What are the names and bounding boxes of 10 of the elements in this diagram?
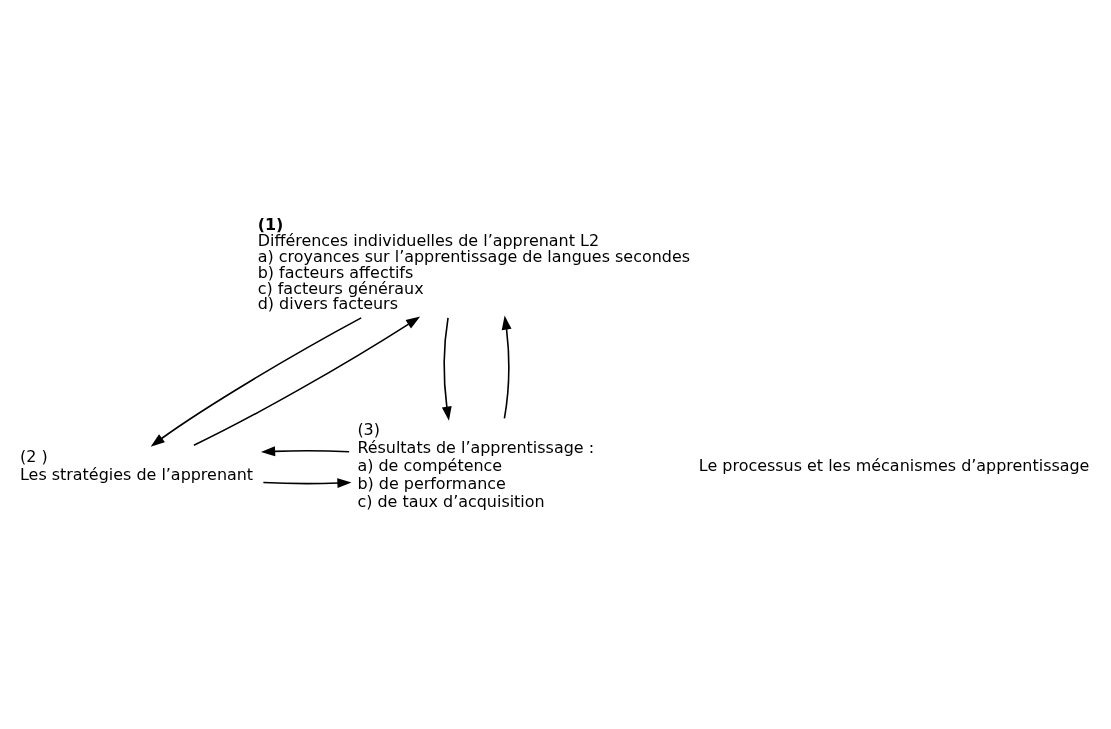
arrow <box>441 316 452 421</box>
node-text: (2 ) Les stratégies de l’apprenant <box>19 446 254 484</box>
node-text: (1) Différences individuelles de l’apprenant L2 a) croyances sur l’apprentissage de langues secondes b) facteurs affectifs c) facteurs généraux d) divers facteurs <box>257 214 691 313</box>
arrow <box>193 316 421 446</box>
arrow <box>501 315 512 419</box>
label: Le processus et les mécanismes d’apprentissage <box>698 455 1090 475</box>
arrow <box>150 316 362 447</box>
node-text: (3) Résultats de l’apprentissage : a) de compétence b) de performance c) de taux d’acquisition <box>357 419 595 511</box>
arrow <box>262 477 352 488</box>
arrow <box>260 445 350 456</box>
